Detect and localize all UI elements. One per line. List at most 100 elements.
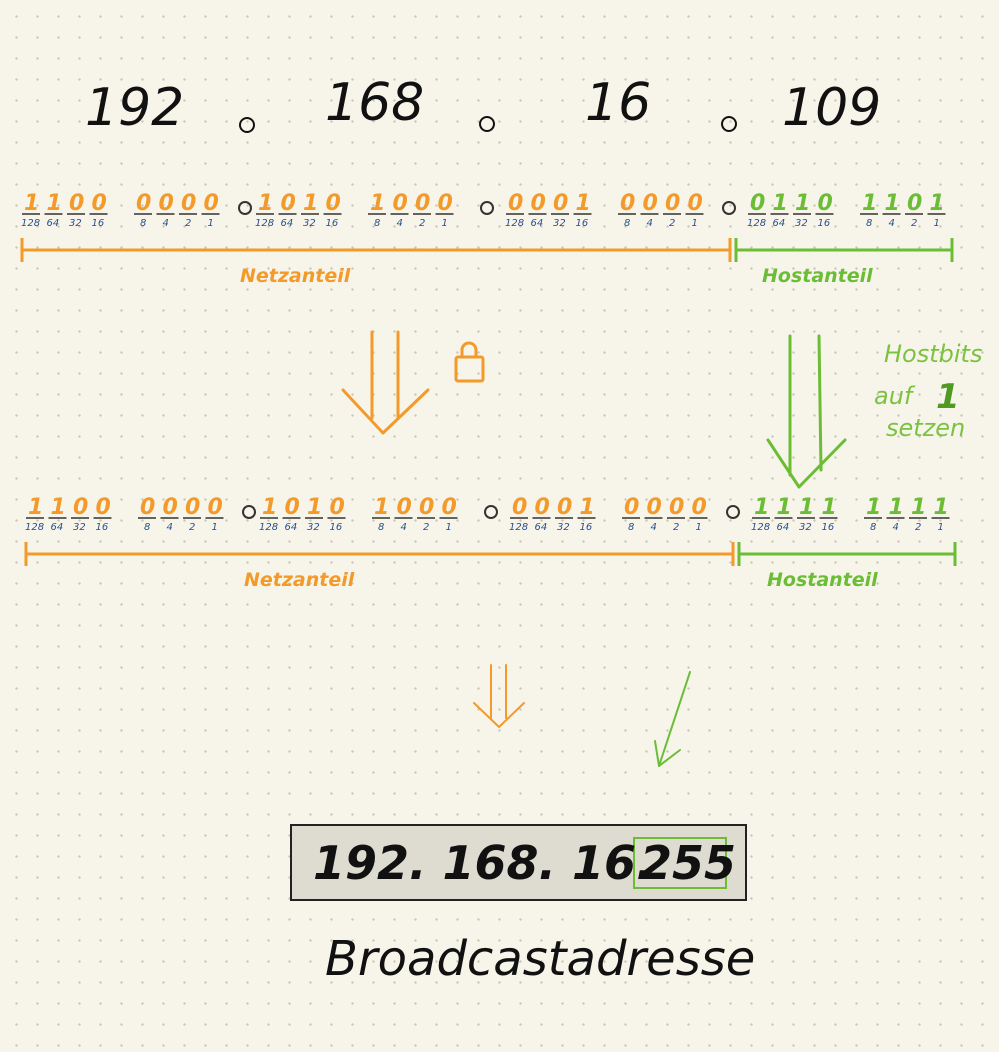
note-number: 1 (936, 377, 960, 417)
host-bits-note: Hostbits auf 1 setzen (874, 340, 982, 442)
bit-digit: 1 (911, 495, 926, 520)
lock-icon (454, 341, 485, 383)
bit-weight: 16 (818, 218, 831, 229)
bit-weight: 1 (442, 218, 448, 229)
bit-digit: 1 (930, 191, 945, 216)
bit-weight: 4 (889, 218, 895, 229)
bit-weight: 2 (911, 218, 917, 229)
bit-weight: 128 (255, 218, 274, 229)
bit-weight: 1 (692, 218, 698, 229)
bit-digit: 0 (624, 495, 639, 520)
bit-digit: 0 (285, 495, 300, 520)
bit-digit: 0 (688, 191, 703, 216)
bit-digit: 0 (438, 191, 453, 216)
bit-weight: 1 (938, 522, 944, 533)
bit-digit: 0 (163, 495, 178, 520)
bit-weight: 64 (531, 218, 544, 229)
bit-digit: 0 (181, 191, 196, 216)
bit-digit: 1 (866, 495, 881, 520)
bit-weight: 2 (419, 218, 425, 229)
host-label-2: Hostanteil (767, 569, 878, 591)
ip-address-header: 192 168 16 109 (85, 73, 881, 138)
bit-weight: 128 (259, 522, 278, 533)
bit-digit: 0 (140, 495, 155, 520)
double-arrow-icon (341, 330, 430, 435)
bit-digit: 1 (777, 495, 792, 520)
bit-weight: 64 (773, 218, 786, 229)
bit-weight: 128 (751, 522, 770, 533)
bit-weight: 32 (795, 218, 808, 229)
bit-weight: 1 (446, 522, 452, 533)
bit-weight: 2 (423, 522, 429, 533)
bit-weight: 16 (576, 218, 589, 229)
net-bracket-2 (24, 542, 735, 566)
bit-digit: 0 (136, 191, 151, 216)
ip-octet-4: 109 (782, 78, 881, 138)
bit-weight: 16 (96, 522, 109, 533)
bit-digit: 0 (208, 495, 223, 520)
bit-digit: 0 (669, 495, 684, 520)
net-label-2: Netzanteil (244, 569, 355, 591)
bit-digit: 0 (512, 495, 527, 520)
bit-weight: 128 (505, 218, 524, 229)
octet-separator-dot (238, 201, 252, 215)
bit-weight: 2 (669, 218, 675, 229)
bit-digit: 1 (258, 191, 273, 216)
bit-digit: 1 (862, 191, 877, 216)
bit-weight: 8 (628, 522, 634, 533)
note-line-2: auf (874, 382, 916, 410)
bit-weight: 2 (189, 522, 195, 533)
bit-weight: 8 (140, 218, 146, 229)
bit-weight: 32 (303, 218, 316, 229)
bit-digit: 1 (773, 191, 788, 216)
double-arrow-icon (473, 664, 525, 728)
ip-octet-2: 168 (325, 73, 424, 133)
bit-digit: 1 (51, 495, 66, 520)
bit-digit: 1 (576, 191, 591, 216)
bit-digit: 0 (692, 495, 707, 520)
bit-weight: 32 (307, 522, 320, 533)
bit-digit: 0 (330, 495, 345, 520)
bit-digit: 0 (92, 191, 107, 216)
octet-separator-dot (726, 505, 740, 519)
bit-weight: 1 (696, 522, 702, 533)
net-label-1: Netzanteil (240, 265, 351, 287)
bit-digit: 0 (397, 495, 412, 520)
bit-digit: 1 (28, 495, 43, 520)
bit-digit: 0 (96, 495, 111, 520)
bit-digit: 0 (535, 495, 550, 520)
bit-weight: 1 (934, 218, 940, 229)
note-line-1: Hostbits (884, 340, 982, 368)
host-label-1: Hostanteil (762, 265, 873, 287)
bit-digit: 0 (204, 191, 219, 216)
bit-weight: 4 (167, 522, 173, 533)
bit-digit: 0 (818, 191, 833, 216)
bit-weight: 8 (866, 218, 872, 229)
bit-weight: 64 (285, 522, 298, 533)
bit-weight: 8 (144, 522, 150, 533)
bit-weight: 8 (624, 218, 630, 229)
caption: Broadcastadresse (325, 931, 755, 987)
bit-digit: 0 (419, 495, 434, 520)
bit-digit: 0 (557, 495, 572, 520)
bit-digit: 0 (326, 191, 341, 216)
double-arrow-icon (766, 334, 847, 489)
bit-weight: 16 (330, 522, 343, 533)
bit-digit: 1 (754, 495, 769, 520)
host-bracket-1 (734, 238, 954, 262)
bit-digit: 0 (508, 191, 523, 216)
broadcast-address-box: 192. 168. 16. 255 (290, 824, 747, 901)
bit-digit: 0 (393, 191, 408, 216)
bit-digit: 0 (907, 191, 922, 216)
bit-digit: 1 (580, 495, 595, 520)
net-bracket-1 (20, 238, 732, 262)
binary-row-original: 1128164032016080402011128064132016180402… (21, 191, 946, 229)
octet-separator-dot (484, 505, 498, 519)
bit-weight: 1 (208, 218, 214, 229)
bit-weight: 8 (378, 522, 384, 533)
bit-weight: 32 (73, 522, 86, 533)
